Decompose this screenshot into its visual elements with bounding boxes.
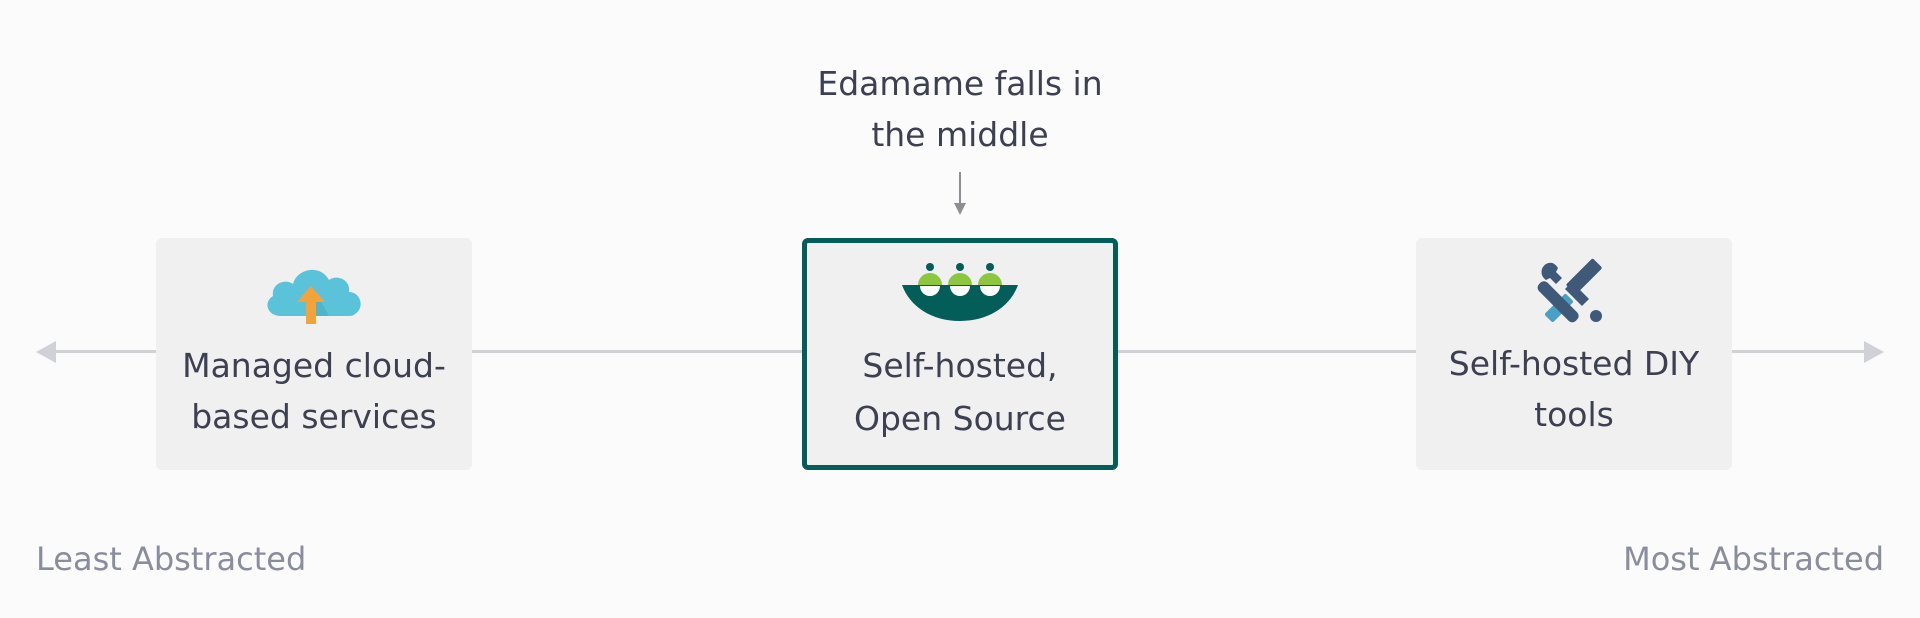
card-label-self-hosted-diy: Self-hosted DIY tools	[1448, 344, 1700, 434]
least-abstracted-label: Least Abstracted	[36, 540, 307, 578]
wrench-hammer-icon	[1536, 258, 1612, 332]
edamame-pod-icon	[900, 259, 1020, 329]
card-self-hosted-open-source: Self-hosted, Open Source	[802, 238, 1118, 470]
axis-arrow-left	[36, 341, 56, 363]
card-label-managed-cloud: Managed cloud- based services	[182, 346, 446, 436]
card-label-self-hosted-open-source: Self-hosted, Open Source	[854, 346, 1066, 438]
callout-pointer-line	[959, 172, 961, 204]
card-self-hosted-diy: Self-hosted DIY tools	[1416, 238, 1732, 470]
cloud-upload-icon	[259, 258, 369, 334]
callout-pointer-arrowhead	[954, 203, 966, 215]
card-managed-cloud: Managed cloud- based services	[156, 238, 472, 470]
axis-arrow-right	[1864, 341, 1884, 363]
most-abstracted-label: Most Abstracted	[1623, 540, 1884, 578]
callout-text: Edamame falls in the middle	[817, 64, 1103, 154]
